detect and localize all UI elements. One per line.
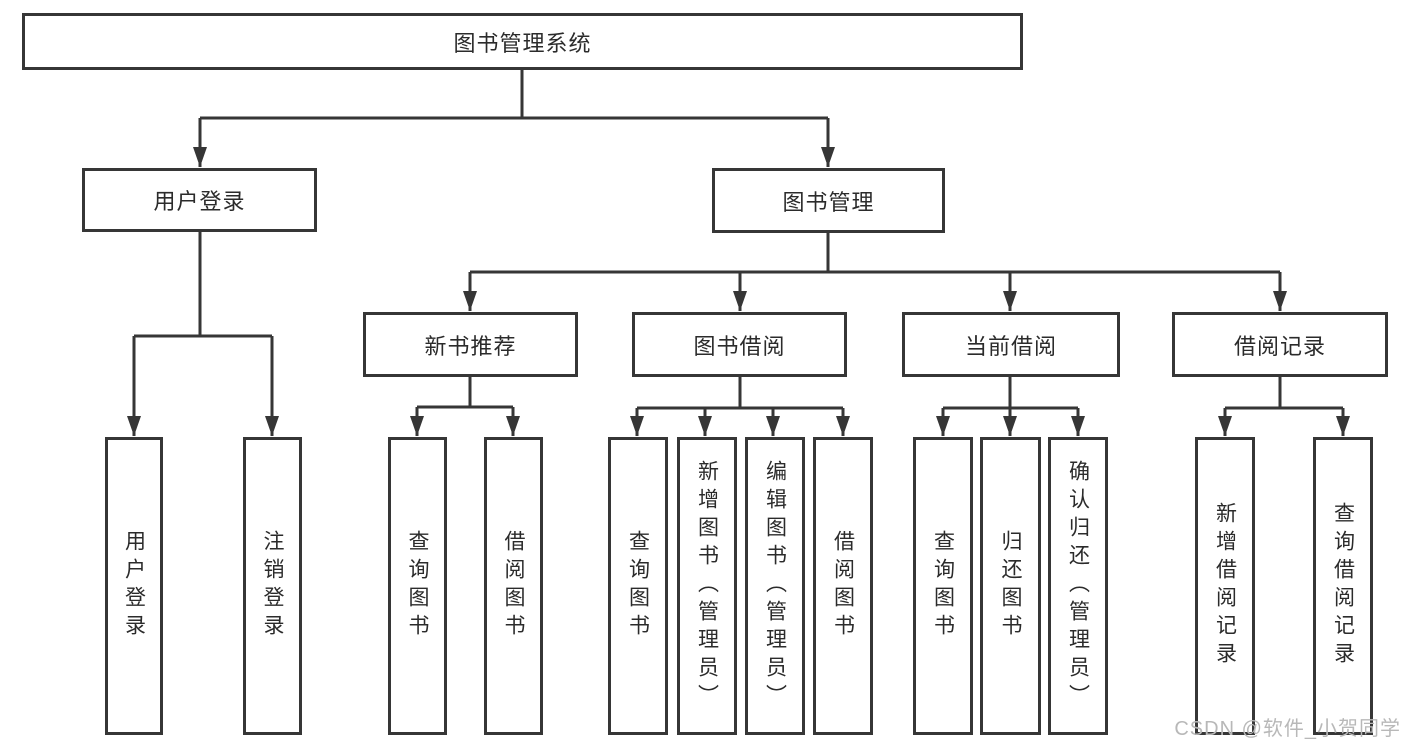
leaf-current-confirm-return-admin: 确认归还（管理员） bbox=[1048, 437, 1108, 735]
node-label: 用户登录 bbox=[122, 530, 146, 642]
leaf-borrow-query-books: 查询图书 bbox=[608, 437, 668, 735]
node-label: 注销登录 bbox=[261, 530, 284, 642]
node-label: 新书推荐 bbox=[424, 333, 517, 359]
leaf-current-return-books: 归还图书 bbox=[980, 437, 1041, 735]
leaf-user-login: 用户登录 bbox=[105, 437, 163, 735]
leaf-logout-login: 注销登录 bbox=[243, 437, 302, 735]
node-borrow-records: 借阅记录 bbox=[1172, 312, 1388, 377]
leaf-records-query-borrow-record: 查询借阅记录 bbox=[1313, 437, 1373, 735]
node-label: 查询图书 bbox=[931, 530, 955, 642]
node-book-borrow: 图书借阅 bbox=[632, 312, 847, 377]
leaf-borrow-borrow-books: 借阅图书 bbox=[813, 437, 873, 735]
node-label: 图书管理 bbox=[782, 189, 875, 215]
node-label: 查询图书 bbox=[626, 530, 650, 642]
node-label: 新增图书（管理员） bbox=[695, 460, 719, 712]
node-new-book-recommend: 新书推荐 bbox=[363, 312, 578, 377]
leaf-borrow-add-books-admin: 新增图书（管理员） bbox=[677, 437, 737, 735]
node-library-management-system: 图书管理系统 bbox=[22, 13, 1023, 70]
node-label: 图书管理系统 bbox=[453, 30, 592, 56]
node-label: 当前借阅 bbox=[964, 333, 1057, 359]
node-label: 确认归还（管理员） bbox=[1066, 460, 1090, 712]
leaf-recommend-query-books: 查询图书 bbox=[388, 437, 447, 735]
node-label: 查询图书 bbox=[406, 530, 429, 642]
node-label: 借阅记录 bbox=[1233, 333, 1326, 359]
node-label: 编辑图书（管理员） bbox=[763, 460, 787, 712]
leaf-recommend-borrow-books: 借阅图书 bbox=[484, 437, 543, 735]
node-label: 借阅图书 bbox=[502, 530, 525, 642]
node-label: 新增借阅记录 bbox=[1213, 502, 1237, 670]
leaf-records-add-borrow-record: 新增借阅记录 bbox=[1195, 437, 1255, 735]
node-label: 查询借阅记录 bbox=[1331, 502, 1355, 670]
node-book-management: 图书管理 bbox=[712, 168, 945, 233]
node-user-login: 用户登录 bbox=[82, 168, 317, 232]
node-current-borrow: 当前借阅 bbox=[902, 312, 1120, 377]
leaf-current-query-books: 查询图书 bbox=[913, 437, 973, 735]
leaf-borrow-edit-books-admin: 编辑图书（管理员） bbox=[745, 437, 805, 735]
node-label: 图书借阅 bbox=[693, 333, 786, 359]
node-label: 借阅图书 bbox=[831, 530, 855, 642]
node-label: 用户登录 bbox=[153, 189, 246, 214]
node-label: 归还图书 bbox=[999, 530, 1022, 642]
